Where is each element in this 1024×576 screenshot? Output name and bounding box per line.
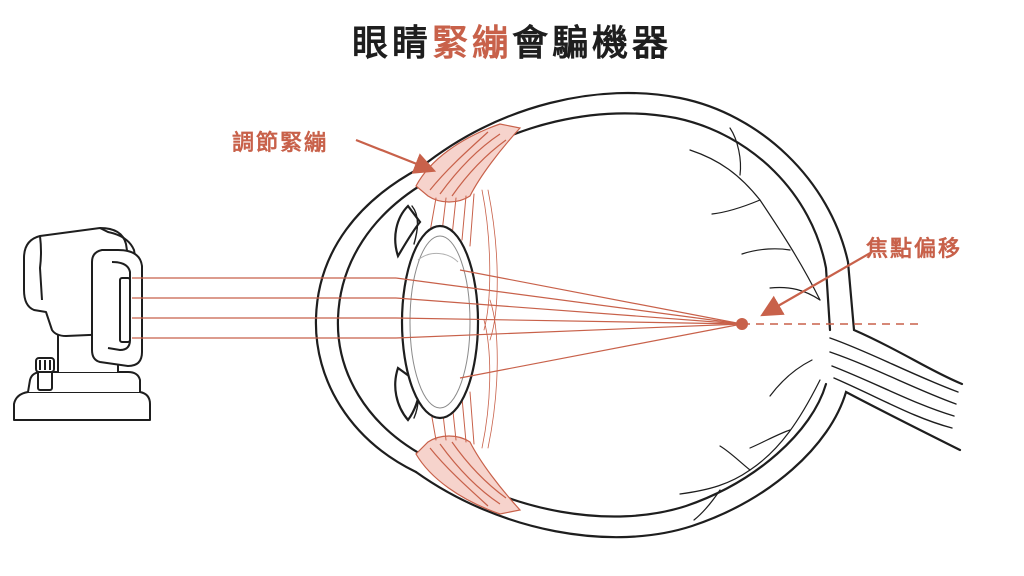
focus-shift-arrow [760, 251, 873, 317]
optic-nerve [829, 337, 959, 429]
focus-shift-label: 焦點偏移 [866, 237, 963, 262]
ciliary-muscle-lower [415, 435, 522, 515]
sclera-outer [418, 91, 964, 386]
crystalline-lens [400, 224, 480, 420]
zonule-fibers [429, 189, 498, 449]
accommodation-arrow [355, 138, 437, 174]
iris-upper [394, 204, 422, 259]
accommodation-tension-label: 調節緊繃 [232, 131, 329, 156]
diagram-title: 眼睛緊繃會騙機器 [0, 14, 1024, 66]
ciliary-muscle-upper [415, 123, 522, 203]
title-prefix: 眼睛 [351, 23, 432, 64]
retina-vessels [679, 127, 821, 521]
light-rays [132, 269, 922, 379]
title-highlight: 緊繃 [431, 23, 512, 64]
machine-base [13, 391, 151, 421]
adjustment-knob [35, 357, 55, 391]
title-suffix: 會騙機器 [512, 23, 673, 64]
autorefractor-machine [13, 227, 151, 421]
focal-point [736, 318, 748, 330]
